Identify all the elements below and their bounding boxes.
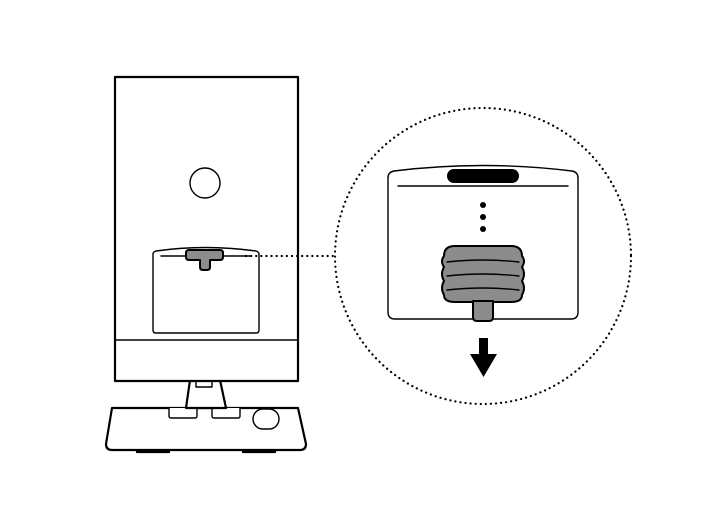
base-slot-right bbox=[211, 407, 241, 419]
magnified-cover-outline bbox=[387, 164, 579, 320]
magnified-view bbox=[333, 106, 633, 406]
plug-tab bbox=[472, 300, 494, 322]
arrow-shaft bbox=[479, 338, 488, 358]
indicator-dot-1 bbox=[480, 202, 486, 208]
rubber-plug-small bbox=[185, 249, 224, 271]
device-base bbox=[104, 406, 308, 454]
magnifier-circle bbox=[333, 106, 633, 406]
device-body bbox=[113, 75, 300, 383]
indicator-dot-2 bbox=[480, 214, 486, 220]
plug-ridge-2 bbox=[446, 273, 520, 277]
base-slot-left bbox=[168, 407, 198, 419]
cover-slot-bar bbox=[447, 169, 519, 183]
base-connector bbox=[252, 408, 280, 430]
rear-cover bbox=[152, 246, 260, 334]
indicator-dot-3 bbox=[480, 226, 486, 232]
plug-ridge-1 bbox=[446, 259, 520, 263]
body-outline bbox=[113, 75, 300, 383]
arrow-down-icon bbox=[470, 354, 497, 377]
plug-ridge-3 bbox=[446, 287, 520, 291]
device-stand bbox=[184, 378, 228, 410]
rear-cover-outline bbox=[152, 246, 260, 334]
pull-direction-arrow bbox=[470, 338, 497, 377]
rubber-plug bbox=[441, 245, 525, 322]
camera-icon bbox=[189, 167, 221, 199]
